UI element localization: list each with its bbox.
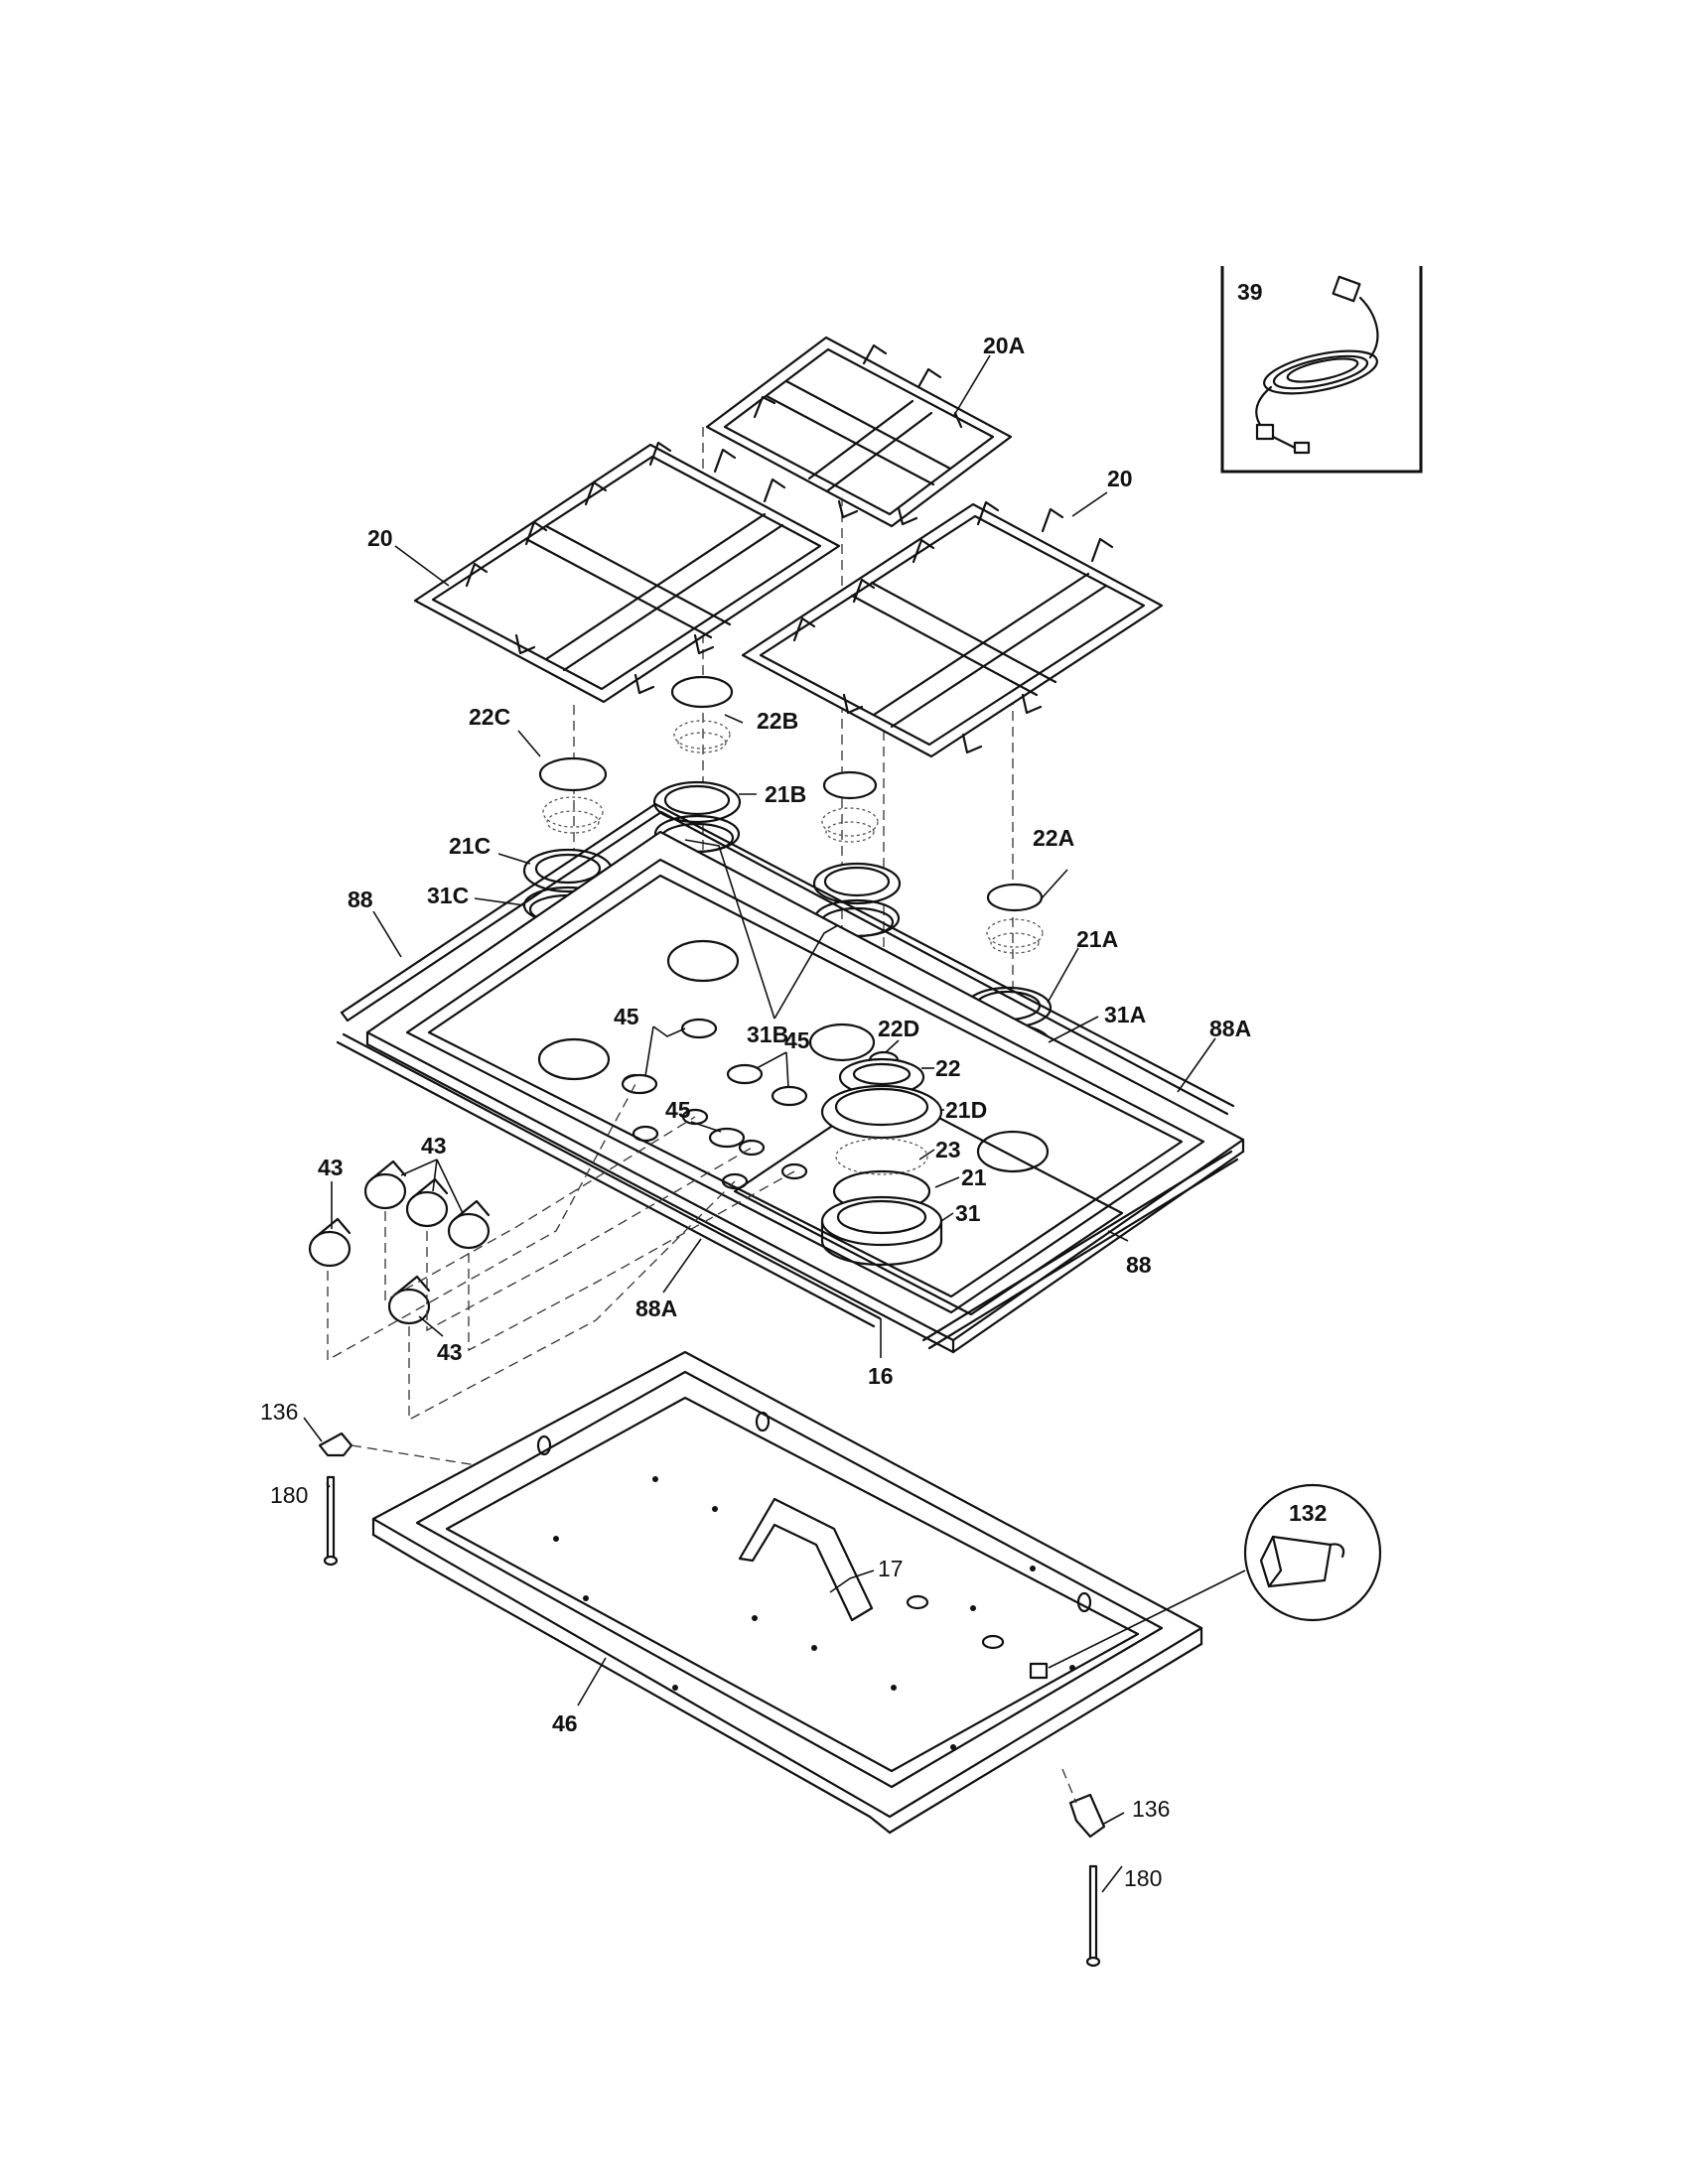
- label-39: 39: [1237, 279, 1263, 305]
- trim-strips: [336, 802, 1239, 1350]
- label-16: 16: [868, 1363, 894, 1389]
- inset-frame: [1220, 266, 1423, 474]
- label-22B: 22B: [757, 708, 798, 734]
- label-22C: 22C: [469, 704, 510, 730]
- burner-cap-22A: [986, 883, 1044, 954]
- label-43-b: 43: [421, 1133, 447, 1159]
- label-31B: 31B: [747, 1022, 788, 1047]
- label-180-right: 180: [1124, 1865, 1162, 1891]
- label-21B: 21B: [765, 781, 806, 807]
- label-20-right: 20: [1107, 466, 1133, 491]
- label-88A-right: 88A: [1209, 1016, 1251, 1041]
- part-labels: 20A 20 20 22C 22B 21B 21C 31C 88 22A 21A…: [260, 333, 1327, 1891]
- burner-box-46: [371, 1350, 1203, 1835]
- label-43-a: 43: [318, 1155, 344, 1180]
- label-21D: 21D: [945, 1097, 987, 1123]
- grate-20-left: [413, 441, 841, 704]
- power-cord-icon: [1255, 275, 1379, 455]
- label-21: 21: [961, 1164, 987, 1190]
- label-132: 132: [1289, 1500, 1327, 1526]
- knob-icon: [308, 1217, 352, 1268]
- label-20A: 20A: [983, 333, 1025, 358]
- knob-icon: [447, 1199, 491, 1250]
- power-cord-inset: 39: [1220, 266, 1423, 474]
- label-22A: 22A: [1033, 825, 1074, 851]
- label-31: 31: [955, 1200, 981, 1226]
- burner-head-21B: [652, 780, 742, 854]
- burner-cap-22: [821, 770, 879, 843]
- label-21A: 21A: [1076, 926, 1118, 952]
- label-88A-bottom: 88A: [635, 1296, 677, 1321]
- cooktop-panel-16: [365, 830, 1245, 1354]
- label-45-b: 45: [784, 1027, 810, 1053]
- burner-cap-22B: [670, 675, 734, 753]
- label-21C: 21C: [449, 833, 491, 859]
- label-43-c: 43: [437, 1339, 463, 1365]
- label-31C: 31C: [427, 883, 469, 908]
- label-20-left: 20: [367, 525, 393, 551]
- label-136-right: 136: [1132, 1796, 1170, 1822]
- hold-down-hardware: [318, 1432, 1106, 1968]
- grate-20A: [705, 336, 1013, 528]
- label-88-right: 88: [1126, 1252, 1152, 1278]
- label-45-a: 45: [614, 1004, 639, 1029]
- grommets-45: [621, 1018, 808, 1149]
- label-88-left: 88: [348, 887, 373, 912]
- knob-icon: [363, 1160, 407, 1210]
- label-17: 17: [878, 1556, 904, 1581]
- label-31A: 31A: [1104, 1002, 1146, 1027]
- label-23: 23: [935, 1137, 961, 1162]
- label-22: 22: [935, 1055, 961, 1081]
- knob-icon: [405, 1177, 449, 1228]
- large-burner-assembly: [820, 1050, 943, 1267]
- label-22D: 22D: [878, 1016, 919, 1041]
- label-46: 46: [552, 1710, 578, 1736]
- knob-icon: [387, 1275, 431, 1325]
- control-knobs-43: [308, 1083, 795, 1422]
- detail-circle-132: [1048, 1483, 1382, 1669]
- grate-20-right: [741, 500, 1164, 758]
- leader-lines: [303, 354, 1216, 1893]
- label-136-left: 136: [260, 1399, 298, 1425]
- burner-cap-22C: [538, 756, 608, 834]
- label-180-left: 180: [270, 1482, 308, 1508]
- label-45-c: 45: [665, 1097, 691, 1123]
